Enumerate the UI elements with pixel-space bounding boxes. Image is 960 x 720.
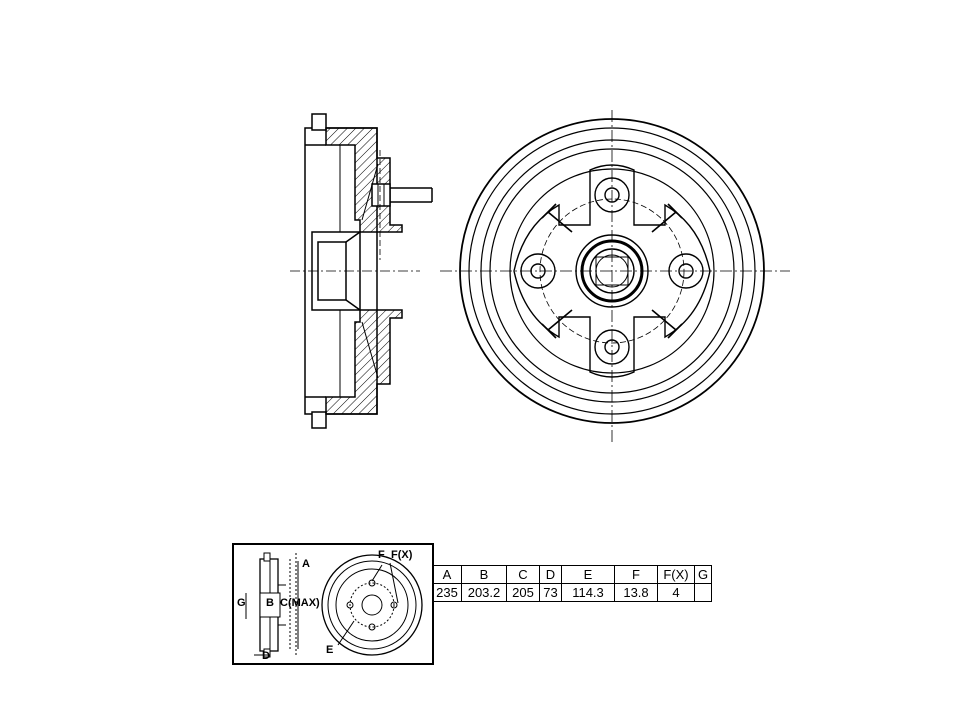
table-cell: 203.2 <box>461 583 507 602</box>
legend-label-fx: F(X) <box>391 549 413 561</box>
table-cell <box>693 583 713 602</box>
table-row: 235 203.2 205 73 114.3 13.8 4 <box>432 583 713 602</box>
table-header-cell: A <box>432 565 462 584</box>
legend-label-e: E <box>326 644 334 656</box>
legend-label-g: G <box>237 597 246 609</box>
drum-front-view <box>440 110 790 442</box>
dimension-table: A B C D E F F(X) G 235 203.2 205 73 114.… <box>432 565 713 602</box>
dimension-legend-box: A G B C(MAX) D E F F(X) <box>232 543 434 665</box>
table-cell: 235 <box>432 583 462 602</box>
legend-label-c: C(MAX) <box>280 597 320 609</box>
drum-cross-section <box>290 113 433 429</box>
legend-label-a: A <box>302 558 310 570</box>
table-header-cell: G <box>693 565 713 584</box>
table-cell: 13.8 <box>614 583 658 602</box>
table-header-cell: F <box>614 565 658 584</box>
legend-label-d: D <box>262 650 270 662</box>
table-cell: 205 <box>506 583 540 602</box>
table-header-cell: E <box>561 565 615 584</box>
legend-drawing <box>245 552 423 658</box>
table-header-row: A B C D E F F(X) G <box>432 565 713 584</box>
table-cell: 4 <box>657 583 695 602</box>
table-header-cell: C <box>506 565 540 584</box>
table-header-cell: B <box>461 565 507 584</box>
legend-label-f: F <box>378 549 385 561</box>
table-header-cell: D <box>539 565 562 584</box>
table-header-cell: F(X) <box>657 565 695 584</box>
table-cell: 114.3 <box>561 583 615 602</box>
legend-label-b: B <box>266 597 274 609</box>
table-cell: 73 <box>539 583 562 602</box>
